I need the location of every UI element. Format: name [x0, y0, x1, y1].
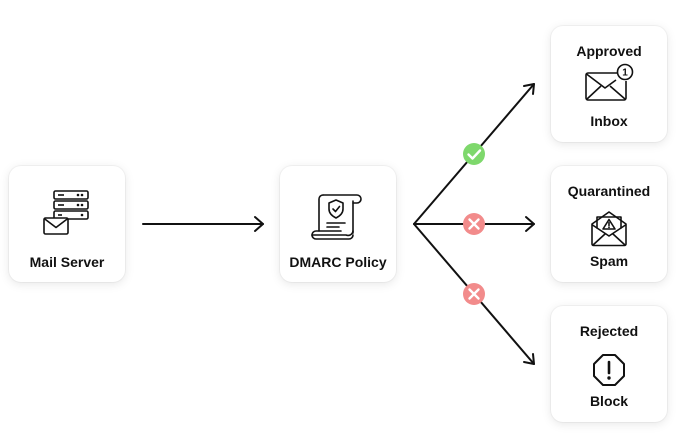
open-envelope-warning-icon: [591, 211, 627, 247]
arrowhead-rejected: [523, 353, 535, 365]
x-circle-icon: [463, 213, 485, 235]
octagon-exclamation-icon: [593, 354, 625, 386]
quarantined-card: Quarantined Spam: [551, 166, 667, 282]
block-label: Block: [589, 393, 629, 409]
approved-card: Approved 1 Inbox: [551, 26, 667, 142]
arrowhead-policy: [254, 216, 264, 232]
envelope-notification-icon: 1: [585, 63, 634, 101]
inbox-label: Inbox: [590, 113, 628, 129]
x-circle-icon: [463, 283, 485, 305]
dmarc-policy-label: DMARC Policy: [289, 254, 387, 270]
arrowhead-approved: [523, 83, 535, 95]
notification-badge-count: 1: [622, 68, 628, 79]
rejected-status-label: Rejected: [579, 323, 639, 339]
quarantined-status-label: Quarantined: [567, 183, 651, 199]
spam-label: Spam: [589, 253, 629, 269]
server-stack-with-envelope-icon: [43, 190, 89, 235]
rejected-card: Rejected Block: [551, 306, 667, 422]
policy-scroll-with-shield-icon: [311, 194, 362, 240]
mail-server-label: Mail Server: [29, 254, 105, 270]
check-circle-icon: [463, 143, 485, 165]
notification-badge: [616, 63, 634, 81]
dmarc-policy-card: DMARC Policy: [280, 166, 396, 282]
arrowhead-quarantined: [525, 216, 535, 232]
approved-status-label: Approved: [576, 43, 642, 59]
mail-server-card: Mail Server: [9, 166, 125, 282]
